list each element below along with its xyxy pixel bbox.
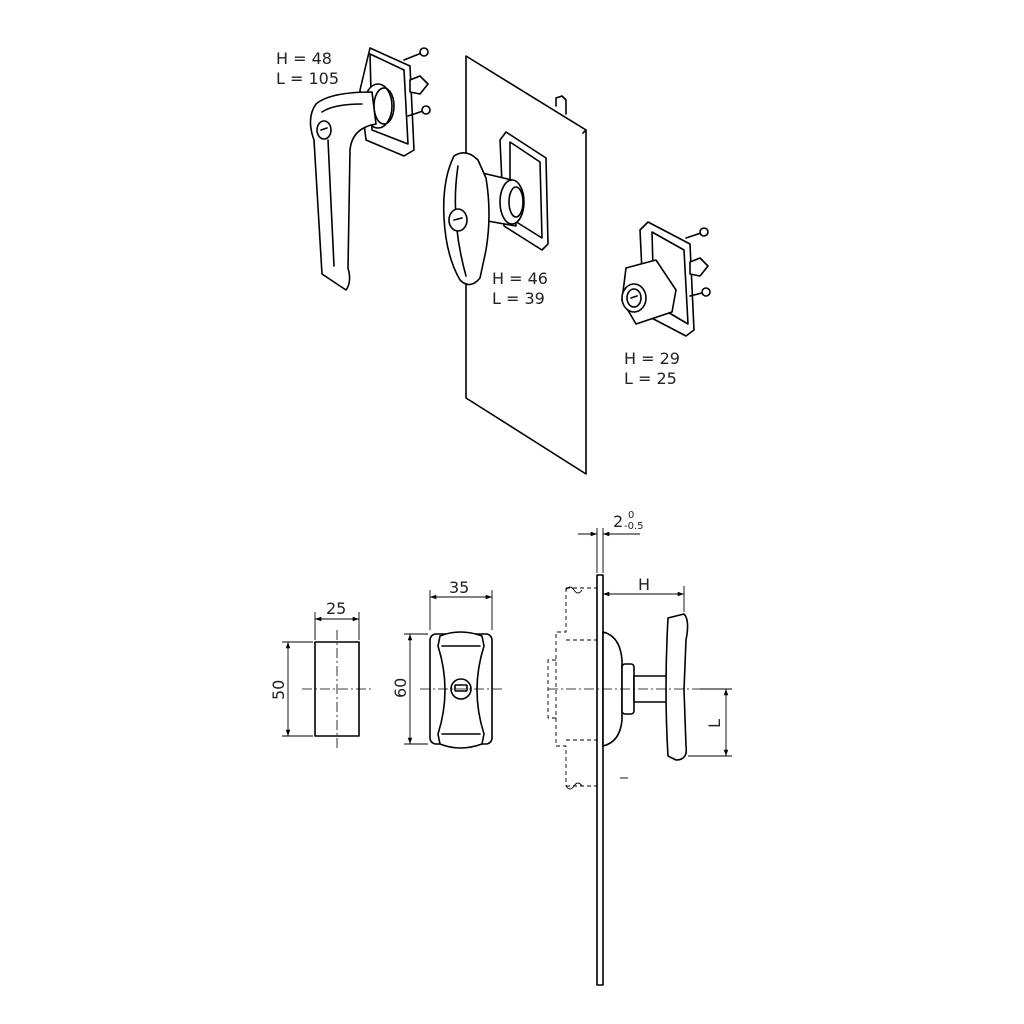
dim-front-height: 60 bbox=[391, 678, 410, 698]
front-view-t-handle bbox=[404, 590, 502, 749]
compact-l-label: L = 25 bbox=[624, 369, 677, 388]
dim-side-l: L bbox=[705, 719, 724, 728]
t-handle-illustration bbox=[442, 131, 549, 286]
dim-panel-tol-upper: 0 bbox=[628, 510, 634, 521]
dim-block-height: 50 bbox=[269, 680, 288, 700]
t-handle-h-label: H = 46 bbox=[492, 269, 548, 288]
dim-block-width: 25 bbox=[326, 599, 346, 618]
lever-handle-illustration bbox=[309, 47, 431, 291]
side-view-assembly bbox=[547, 528, 732, 986]
dim-side-h: H bbox=[638, 575, 650, 594]
lever-l-label: L = 105 bbox=[276, 69, 339, 88]
dim-panel-tol-lower: -0.5 bbox=[624, 521, 644, 532]
mounting-panel bbox=[465, 55, 587, 475]
panel-cutout-view bbox=[282, 612, 372, 748]
dim-front-width: 35 bbox=[449, 578, 469, 597]
lever-h-label: H = 48 bbox=[276, 49, 332, 68]
compact-lock-illustration bbox=[621, 221, 711, 337]
compact-h-label: H = 29 bbox=[624, 349, 680, 368]
t-handle-l-label: L = 39 bbox=[492, 289, 545, 308]
dim-panel-thickness: 2 bbox=[613, 512, 623, 531]
